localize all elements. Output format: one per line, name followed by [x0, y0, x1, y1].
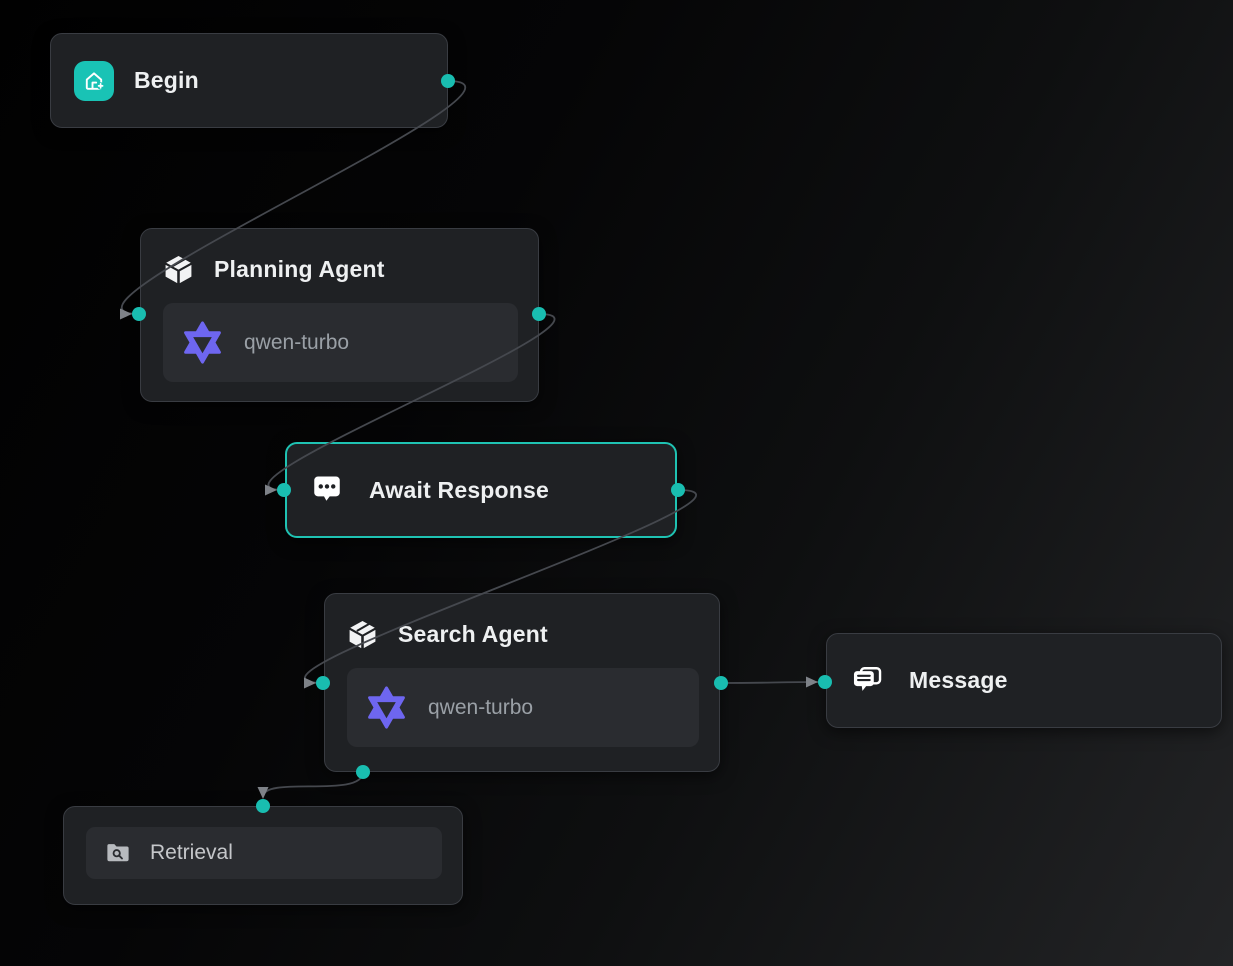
- edge-begin-to-planning-agent[interactable]: [120, 80, 467, 315]
- cube-icon: [347, 618, 378, 651]
- edge-planning-agent-to-await-response[interactable]: [267, 313, 556, 491]
- node-await-response[interactable]: Await Response: [285, 442, 677, 538]
- port-message-target[interactable]: [818, 675, 832, 689]
- port-search-agent-source[interactable]: [714, 676, 728, 690]
- port-begin-source[interactable]: [441, 74, 455, 88]
- qwen-logo-icon: [363, 683, 410, 732]
- node-title: Search Agent: [398, 620, 548, 647]
- arrowhead-icon: [257, 787, 269, 799]
- node-title: Await Response: [369, 476, 550, 503]
- model-card[interactable]: qwen-turbo: [163, 303, 518, 382]
- model-name: qwen-turbo: [428, 695, 534, 719]
- node-search-agent[interactable]: Search Agent qwen-turbo: [324, 593, 720, 772]
- node-title: Message: [909, 667, 1008, 693]
- home-plus-icon: [74, 60, 114, 101]
- node-retrieval[interactable]: Retrieval: [63, 806, 463, 905]
- node-message[interactable]: Message: [826, 633, 1222, 728]
- messages-icon: [850, 664, 884, 698]
- model-card[interactable]: qwen-turbo: [347, 668, 699, 747]
- folder-search-icon: [104, 840, 132, 866]
- node-begin[interactable]: Begin: [50, 33, 448, 128]
- qwen-logo-icon: [179, 318, 226, 367]
- edge-search-agent-to-message[interactable]: [720, 681, 826, 684]
- port-retrieval-target[interactable]: [256, 799, 270, 813]
- port-planning-agent-target[interactable]: [132, 307, 146, 321]
- port-planning-agent-source[interactable]: [532, 307, 546, 321]
- chat-dots-icon: [310, 473, 344, 507]
- node-title: Planning Agent: [214, 255, 385, 282]
- node-planning-agent[interactable]: Planning Agent qwen-turbo: [140, 228, 539, 402]
- retrieval-card[interactable]: Retrieval: [86, 827, 442, 879]
- port-await-response-target[interactable]: [277, 483, 291, 497]
- edge-search-agent-to-retrieval[interactable]: [262, 771, 364, 798]
- model-name: qwen-turbo: [244, 330, 350, 354]
- port-await-response-source[interactable]: [671, 483, 685, 497]
- port-search-agent-target[interactable]: [316, 676, 330, 690]
- node-title: Begin: [134, 67, 199, 93]
- node-title: Retrieval: [150, 841, 233, 864]
- port-search-agent-bottom-source[interactable]: [356, 765, 370, 779]
- edge-await-response-to-search-agent[interactable]: [303, 489, 698, 684]
